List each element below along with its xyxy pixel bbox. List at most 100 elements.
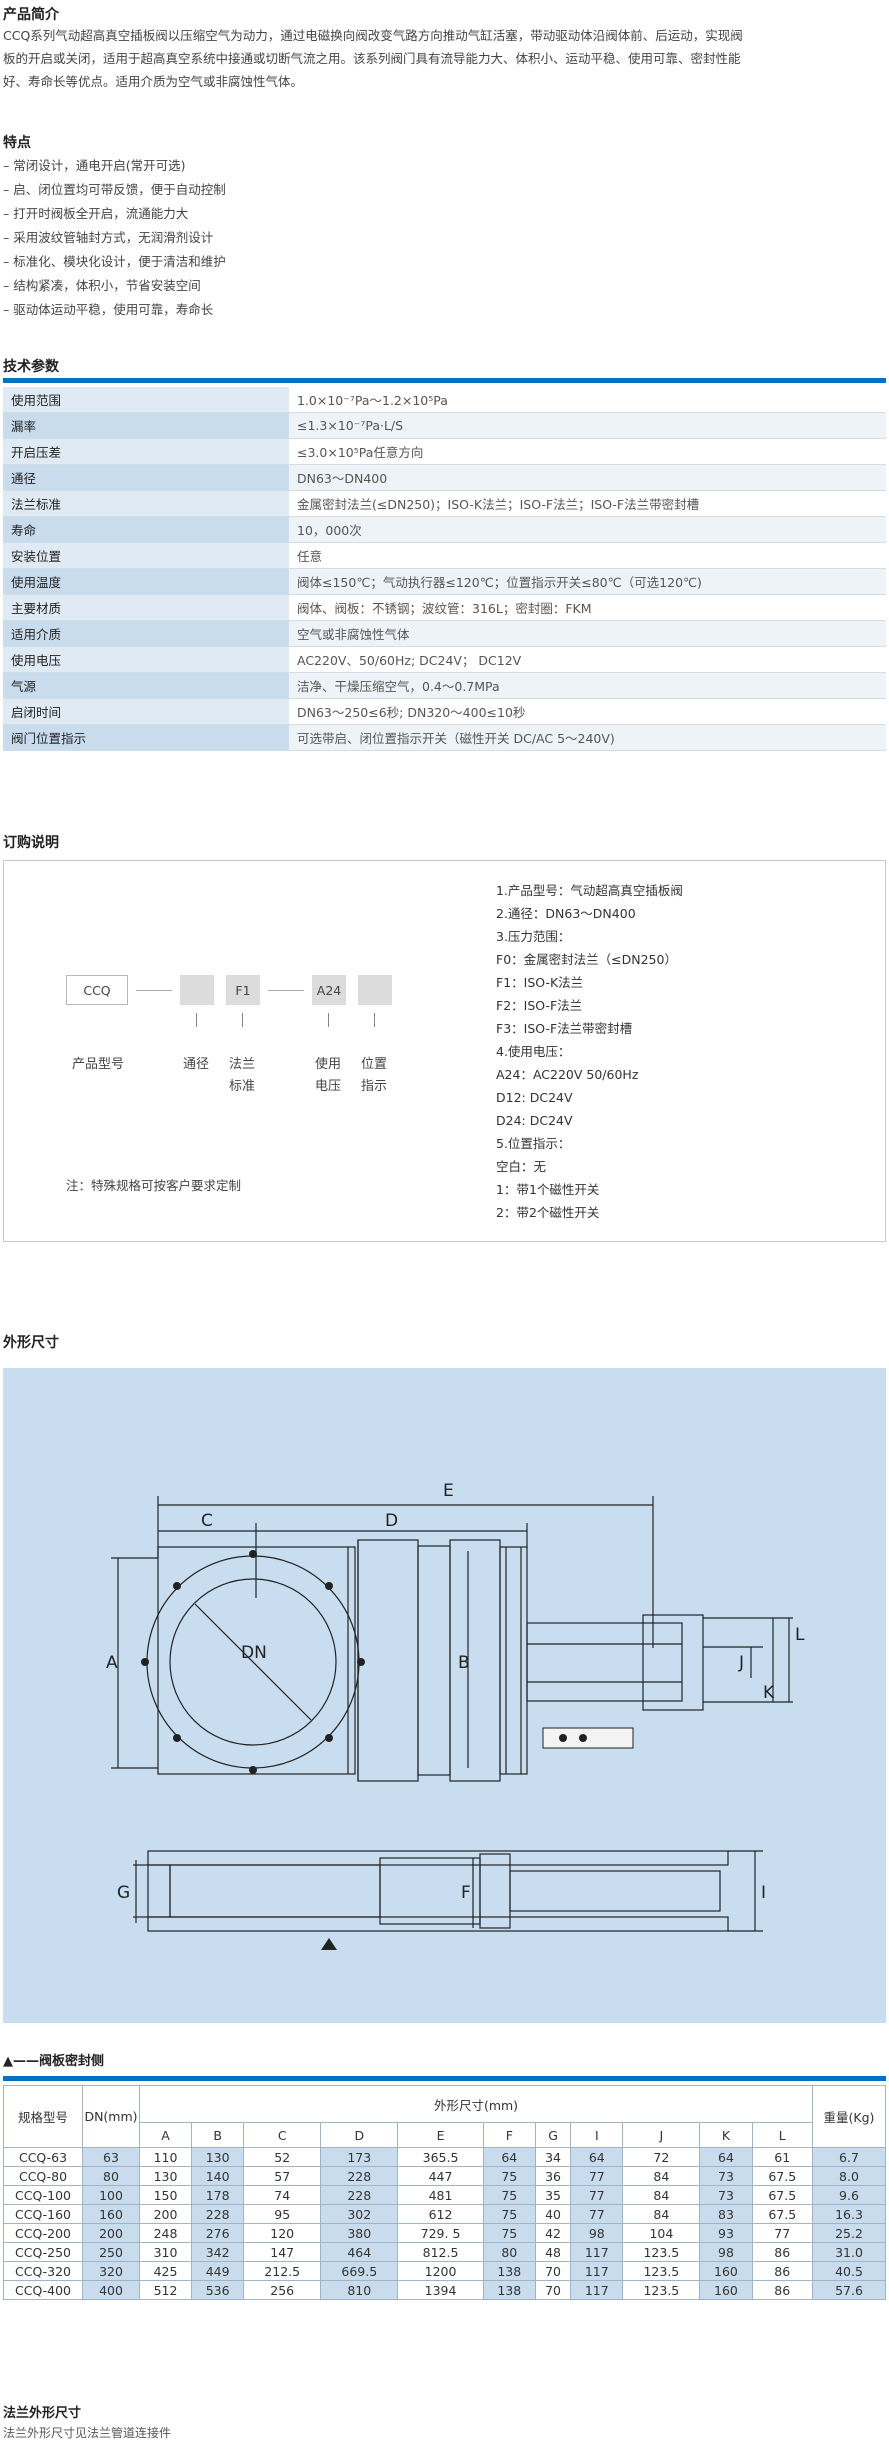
spec-value: 金属密封法兰(≤DN250)；ISO-K法兰；ISO-F法兰；ISO-F法兰带密… xyxy=(289,490,886,517)
dim-cell: 212.5 xyxy=(243,2261,322,2281)
dim-label-l: L xyxy=(795,1625,805,1645)
dim-cell: 812.5 xyxy=(397,2242,484,2262)
dim-cell: 31.0 xyxy=(812,2242,886,2262)
dim-cell: 228 xyxy=(320,2185,399,2205)
col-header-size: 外形尺寸(mm) xyxy=(139,2085,813,2123)
order-list-item: D12: DC24V xyxy=(496,1090,573,1105)
spec-row: 气源洁净、干燥压缩空气，0.4～0.7MPa xyxy=(3,672,886,699)
spec-value: DN63～250≤6秒; DN320～400≤10秒 xyxy=(289,698,886,725)
spec-value: ≤1.3×10⁻⁷Pa·L/S xyxy=(289,412,886,439)
spec-row: 法兰标准金属密封法兰(≤DN250)；ISO-K法兰；ISO-F法兰；ISO-F… xyxy=(3,490,886,517)
dim-cell: 64 xyxy=(570,2147,624,2167)
order-list-item: 2：带2个磁性开关 xyxy=(496,1205,600,1220)
col-header-dim: B xyxy=(191,2122,245,2148)
dim-cell: 1394 xyxy=(397,2280,484,2300)
dim-cell: 73 xyxy=(699,2166,753,2186)
valve-drawing-svg: E C D A B DN J L K G F I xyxy=(106,1481,805,1950)
dim-cell: 256 xyxy=(243,2280,322,2300)
dim-cell: 729. 5 xyxy=(397,2223,484,2243)
dim-cell: 6.7 xyxy=(812,2147,886,2167)
spec-value: 10，000次 xyxy=(289,516,886,543)
model-cell: CCQ-160 xyxy=(3,2204,83,2224)
features-title: 特点 xyxy=(3,135,31,151)
flange-note: 法兰外形尺寸见法兰管道连接件 xyxy=(3,2426,172,2440)
dim-label-b: B xyxy=(458,1653,470,1673)
dim-cell: 228 xyxy=(320,2166,399,2186)
spec-key: 使用范围 xyxy=(3,387,289,413)
dim-cell: 104 xyxy=(622,2223,701,2243)
spec-value: 阀体、阀板：不锈钢；波纹管：316L；密封圈：FKM xyxy=(289,594,886,621)
dim-cell: 64 xyxy=(482,2147,536,2167)
order-list-item: F3：ISO-F法兰带密封槽 xyxy=(496,1021,633,1036)
dim-cell: 67.5 xyxy=(751,2166,813,2186)
dim-cell: 250 xyxy=(82,2242,140,2262)
order-list-item: D24: DC24V xyxy=(496,1113,573,1128)
dim-cell: 447 xyxy=(397,2166,484,2186)
feature-item: 常闭设计，通电开启(常开可选) xyxy=(3,154,226,178)
actuator-cylinder xyxy=(526,1622,683,1702)
dim-cell: 425 xyxy=(138,2261,193,2281)
valve-body xyxy=(157,1546,356,1775)
dim-cell: 61 xyxy=(751,2147,813,2167)
dim-cell: 173 xyxy=(320,2147,399,2167)
dim-cell: 98 xyxy=(570,2223,624,2243)
dim-cell: 75 xyxy=(482,2166,536,2186)
dim-cell: 84 xyxy=(622,2166,701,2186)
tick xyxy=(242,1013,243,1027)
dim-cell: 8.0 xyxy=(812,2166,886,2186)
dim-cell: 80 xyxy=(482,2242,536,2262)
dim-label-dn: DN xyxy=(241,1643,267,1663)
intro-text: CCQ系列气动超高真空插板阀以压缩空气为动力，通过电磁换向阀改变气路方向推动气缸… xyxy=(3,24,886,93)
seal-side-icon: ▲ xyxy=(3,2054,13,2069)
label-indicator: 位置指示 xyxy=(360,1057,387,1094)
order-title: 订购说明 xyxy=(3,835,59,851)
dim-cell: 342 xyxy=(191,2242,245,2262)
col-header-dim: K xyxy=(699,2122,753,2148)
spec-row: 漏率≤1.3×10⁻⁷Pa·L/S xyxy=(3,412,886,439)
dim-cell: 40 xyxy=(534,2204,572,2224)
intro-title: 产品简介 xyxy=(3,7,59,23)
dim-cell: 67.5 xyxy=(751,2185,813,2205)
model-cell: CCQ-80 xyxy=(3,2166,83,2186)
model-cell: CCQ-320 xyxy=(3,2261,83,2281)
dim-cell: 160 xyxy=(699,2280,753,2300)
dim-cell: 123.5 xyxy=(622,2261,701,2281)
dim-cell: 77 xyxy=(570,2185,624,2205)
col-header-model: 规格型号 xyxy=(3,2085,83,2148)
flange-bore xyxy=(169,1578,337,1746)
dim-cell: 77 xyxy=(751,2223,813,2243)
dim-cell: 117 xyxy=(570,2242,624,2262)
dim-label-d: D xyxy=(385,1511,398,1531)
dim-cell: 36 xyxy=(534,2166,572,2186)
dim-cell: 86 xyxy=(751,2261,813,2281)
dim-cell: 464 xyxy=(320,2242,399,2262)
order-note: 注：特殊规格可按客户要求定制 xyxy=(66,1178,242,1193)
dim-cell: 16.3 xyxy=(812,2204,886,2224)
dim-cell: 160 xyxy=(699,2261,753,2281)
dim-label-j: J xyxy=(738,1653,744,1673)
col-header-weight: 重量(Kg) xyxy=(812,2085,886,2148)
dim-cell: 42 xyxy=(534,2223,572,2243)
code-connector xyxy=(136,990,172,991)
order-list-item: 2.通径：DN63～DN400 xyxy=(496,906,636,921)
dim-cell: 612 xyxy=(397,2204,484,2224)
col-header-dim: C xyxy=(243,2122,322,2148)
dim-cell: 117 xyxy=(570,2261,624,2281)
col-header-dim: E xyxy=(397,2122,484,2148)
dim-cell: 70 xyxy=(534,2280,572,2300)
dim-cell: 669.5 xyxy=(320,2261,399,2281)
feature-item: 结构紧凑，体积小，节省安装空间 xyxy=(3,274,226,298)
dim-cell: 130 xyxy=(191,2147,245,2167)
code-dn xyxy=(180,975,214,1005)
spec-row: 适用介质空气或非腐蚀性气体 xyxy=(3,620,886,647)
spec-key: 适用介质 xyxy=(3,620,289,647)
col-header-dim: J xyxy=(622,2122,701,2148)
model-cell: CCQ-200 xyxy=(3,2223,83,2243)
dim-cell: 48 xyxy=(534,2242,572,2262)
dim-cell: 147 xyxy=(243,2242,322,2262)
section-divider xyxy=(3,2076,886,2081)
